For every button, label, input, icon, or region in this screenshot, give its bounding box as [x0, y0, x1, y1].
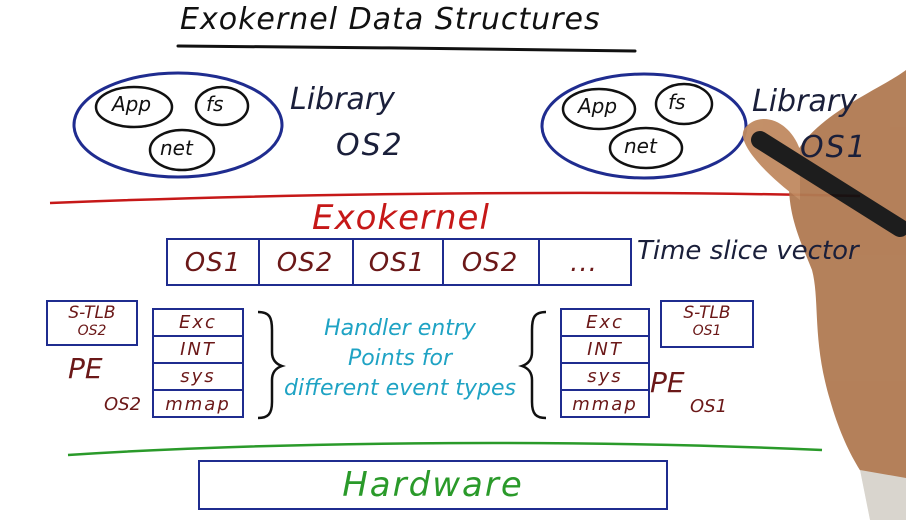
pe-os-right: OS1 — [690, 396, 728, 417]
handler-cell: INT — [154, 337, 242, 364]
time-slice-cell: OS2 — [442, 240, 540, 286]
left-brace — [257, 310, 286, 420]
hardware-label: Hardware — [342, 465, 524, 505]
net-ellipse-right — [608, 126, 684, 170]
stlb-box-left: S-TLB OS2 — [46, 300, 138, 346]
right-brace — [518, 310, 547, 420]
hardware-box: Hardware — [198, 460, 668, 510]
net-label-right: net — [624, 134, 657, 158]
time-slice-cell: OS2 — [258, 240, 354, 286]
handler-text-line: Points for — [347, 346, 453, 371]
time-slice-cell: OS1 — [168, 240, 260, 286]
time-slice-label: Time slice vector — [637, 236, 859, 266]
pe-os-left: OS2 — [104, 394, 142, 415]
handler-cell: sys — [154, 364, 242, 391]
library-label-left: Library — [290, 82, 395, 117]
title-underline — [176, 44, 637, 53]
time-slice-cell: ... — [570, 248, 598, 278]
app-ellipse-left — [94, 85, 174, 129]
stlb-box-right: S-TLB OS1 — [660, 300, 754, 348]
library-os-label-right: OS1 — [800, 130, 868, 165]
handler-text-line: Handler entry — [324, 316, 476, 341]
handler-text-line: different event types — [284, 376, 516, 401]
handler-cell: Exc — [562, 310, 648, 337]
library-os-label-left: OS2 — [336, 128, 404, 163]
handler-cell: Exc — [154, 310, 242, 337]
fs-ellipse-right — [654, 82, 714, 126]
handler-cell: sys — [562, 364, 648, 391]
handler-cell: mmap — [165, 394, 231, 415]
fs-label-right: fs — [668, 90, 686, 114]
stlb-os-right: OS1 — [692, 323, 722, 339]
app-label-left: App — [112, 92, 152, 116]
app-ellipse-right — [561, 87, 637, 131]
handler-cell: mmap — [572, 394, 638, 415]
fs-ellipse-left — [194, 85, 250, 127]
red-separator — [49, 191, 861, 205]
library-os2-ellipse — [72, 71, 284, 179]
fs-label-left: fs — [206, 92, 224, 116]
handler-cell: INT — [562, 337, 648, 364]
handler-description: Handler entry Points for different event… — [270, 314, 530, 404]
app-label-right: App — [578, 94, 618, 118]
green-separator — [67, 441, 823, 457]
net-label-left: net — [160, 136, 193, 160]
pe-label-left: PE — [68, 352, 103, 385]
library-label-right: Library — [752, 84, 857, 119]
page-title: Exokernel Data Structures — [180, 2, 601, 37]
exokernel-title: Exokernel — [312, 198, 490, 238]
presenter-hand — [742, 70, 906, 520]
net-ellipse-left — [148, 128, 216, 172]
stlb-label-right: S-TLB — [683, 303, 731, 323]
library-os1-ellipse — [540, 72, 748, 180]
handler-table-left: Exc INT sys mmap — [152, 308, 244, 418]
stlb-label-left: S-TLB — [68, 303, 116, 323]
stlb-os-left: OS2 — [77, 323, 107, 339]
time-slice-cell: OS1 — [352, 240, 444, 286]
handler-table-right: Exc INT sys mmap — [560, 308, 650, 418]
time-slice-vector — [166, 238, 632, 286]
pe-label-right: PE — [650, 366, 685, 399]
